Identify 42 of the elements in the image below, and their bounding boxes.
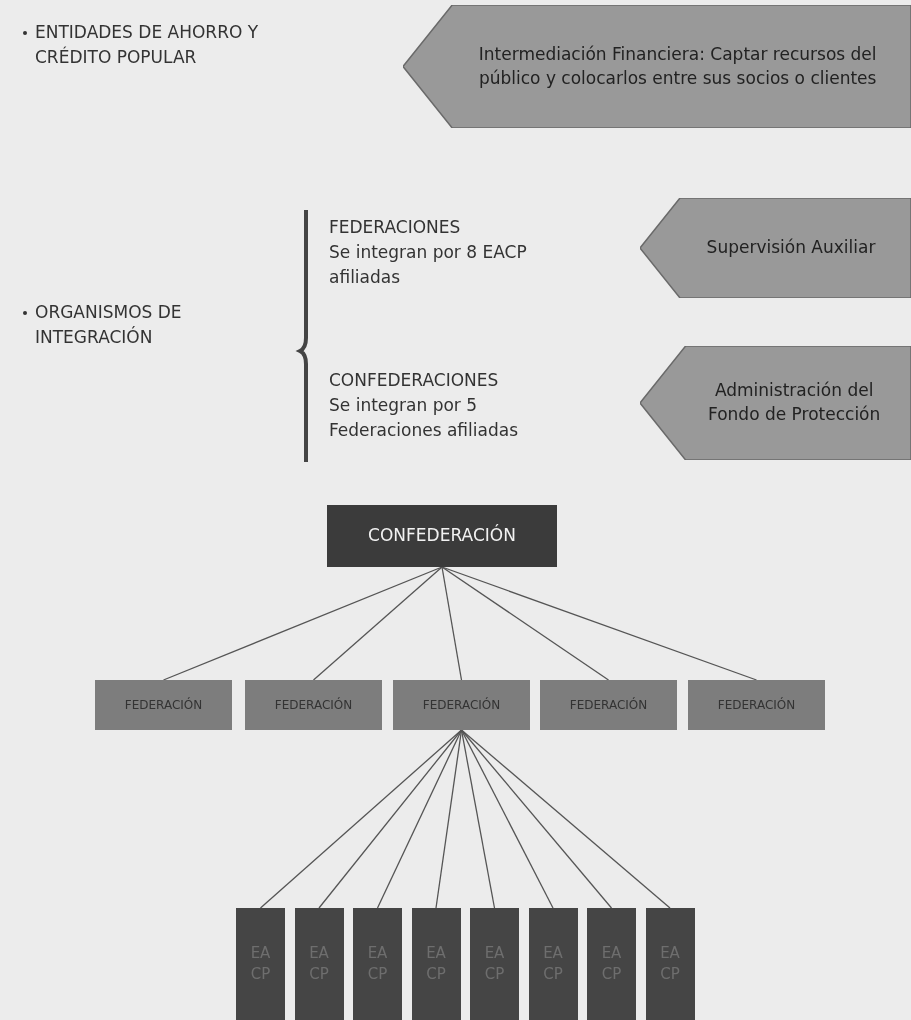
connector-line — [162, 566, 443, 681]
connector-line — [441, 566, 610, 681]
text-label: Se integran por 8 EACP afiliadas — [329, 241, 528, 289]
box-text: Supervisión Auxiliar — [706, 236, 876, 260]
process-box — [245, 680, 382, 730]
process-box — [393, 680, 530, 730]
process-box — [294, 908, 344, 1020]
process-box — [95, 680, 232, 730]
text-label: CONFEDERACIONES — [329, 369, 500, 392]
pentagon-box — [640, 198, 911, 298]
connector-line — [376, 729, 463, 909]
text-label: FEDERACIONES — [329, 216, 462, 239]
process-box — [236, 908, 285, 1020]
connector-line — [435, 729, 463, 909]
pentagon-box — [640, 346, 911, 460]
connector-line — [460, 729, 671, 909]
process-box — [528, 908, 578, 1020]
box-text: FEDERACIÓN — [124, 696, 203, 714]
pentagon-box — [403, 5, 911, 128]
box-text: Intermediación Financiera: Captar recursos del público y colocarlos entre sus socios o clientes — [477, 42, 878, 90]
process-box — [353, 908, 402, 1020]
process-box — [688, 680, 825, 730]
box-text: CONFEDERACIÓN — [368, 524, 516, 548]
connector-line — [318, 729, 463, 909]
process-box — [587, 908, 636, 1020]
process-box — [645, 908, 695, 1020]
connector-line — [441, 566, 463, 681]
box-text: Administración del Fondo de Protección — [707, 379, 882, 426]
connector-line — [312, 566, 443, 681]
process-box — [327, 505, 557, 567]
process-box — [470, 908, 519, 1020]
box-text: FEDERACIÓN — [422, 696, 501, 714]
box-text: FEDERACIÓN — [717, 696, 796, 714]
process-box — [411, 908, 461, 1020]
process-box — [540, 680, 677, 730]
text-label: ENTIDADES DE AHORRO Y CRÉDITO POPULAR — [35, 21, 260, 69]
connector-line — [460, 729, 554, 909]
box-text: FEDERACIÓN — [274, 696, 353, 714]
connector-line — [460, 729, 496, 909]
text-label: Se integran por 5 Federaciones afiliadas — [329, 394, 519, 442]
text-label: ORGANISMOS DE INTEGRACIÓN — [35, 301, 183, 349]
box-text: FEDERACIÓN — [569, 696, 648, 714]
